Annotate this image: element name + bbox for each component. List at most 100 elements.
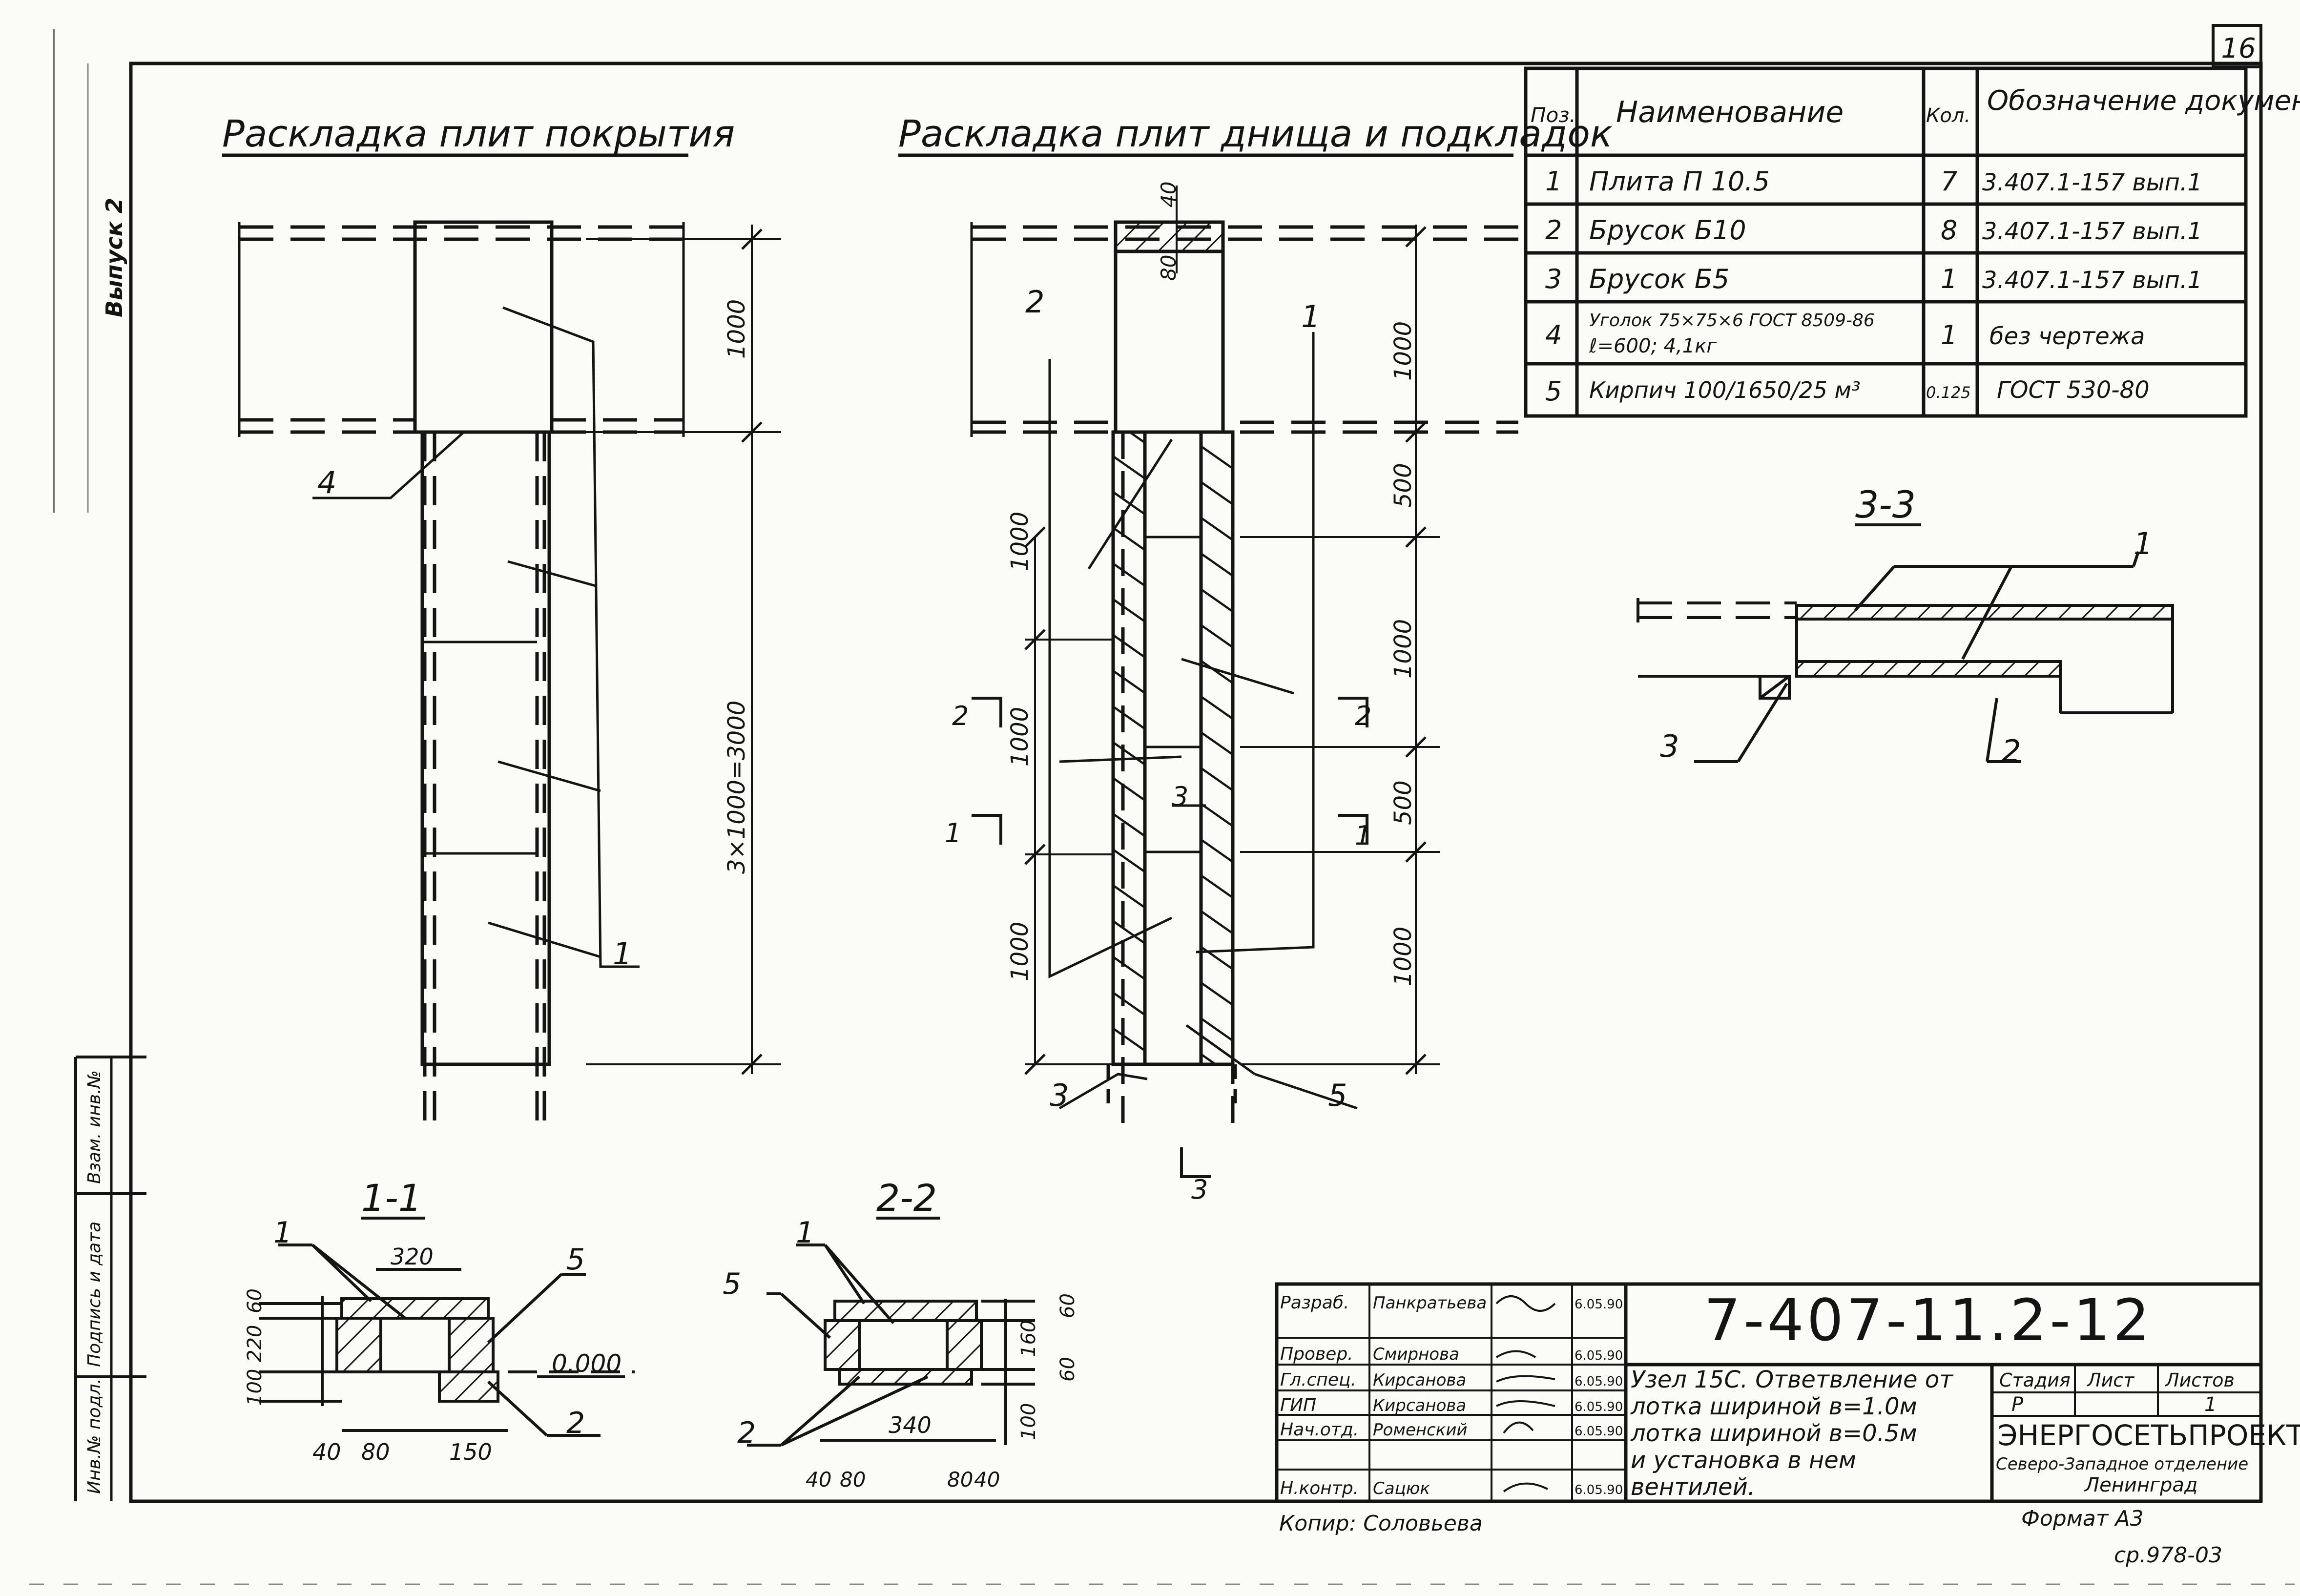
sec22-dim-160: 160 [1017,1320,1040,1357]
sec22-mark-2: 2 [737,1416,756,1450]
sheets-label: Листов [2164,1369,2235,1391]
dim-bottom-40: 40 [1157,182,1181,207]
spec-row-1-pos: 1 [1545,166,1562,197]
dim-bottom-500-a: 500 [1389,463,1417,508]
org-city: Ленинград [2084,1474,2198,1496]
mark-cover-1: 1 [613,936,632,972]
section-2-2-title: 2-2 [876,1176,937,1220]
tb-name-5: Роменский [1373,1420,1468,1440]
tb-role-5: Нач.отд. [1280,1420,1359,1440]
mark-bottom-5: 5 [1328,1078,1347,1113]
mark-bottom-3: 3 [1172,781,1188,812]
tb-date-4: 6.05.90 [1575,1400,1623,1414]
sidebar-cell-signature: Подпись и дата [84,1222,104,1367]
sidebar-cell-inv: Инв.№ подл. [84,1378,104,1494]
spec-header: Поз. Наименование Кол. Обозначение докум… [1531,85,2300,129]
dim-bottom-1000-bot: 1000 [1389,927,1417,986]
sec22-dim-80b: 80 [947,1468,973,1492]
dim-bottom-1000-mid: 1000 [1389,619,1417,679]
spec-header-qty: Кол. [1926,104,1970,127]
spec-row-3-name: Брусок Б5 [1589,264,1729,294]
sec11-mark-5: 5 [566,1243,585,1277]
sec22-dim-100: 100 [1017,1403,1040,1440]
tb-name-2: Смирнова [1373,1345,1459,1364]
sec22-dim-60a: 60 [1057,1293,1079,1318]
sec11-dim-150: 150 [449,1439,492,1465]
spec-header-doc: Обозначение документа [1987,85,2300,117]
sheets-value: 1 [2204,1393,2217,1416]
stage-cells: Стадия Лист Листов Р 1 [1999,1369,2235,1416]
mark-33-1: 1 [2134,526,2153,561]
mark-cover-4: 4 [317,465,336,500]
tb-role-4: ГИП [1280,1395,1316,1415]
spec-row-1-qty: 7 [1941,166,1957,197]
spec-row-3-doc: 3.407.1-157 вып.1 [1982,267,2202,294]
sec22-mark-1: 1 [796,1216,814,1250]
spec-row-4-name2: ℓ=600; 4,1кг [1589,335,1717,357]
specification-table [1524,66,2248,418]
tb-date-1: 6.05.90 [1575,1297,1623,1312]
tb-date-2: 6.05.90 [1575,1348,1623,1363]
drawing-frame [29,24,2295,1585]
sec11-dim-220: 220 [244,1325,266,1362]
sheet-label: Лист [2086,1369,2135,1391]
drawing-title-line-2: лотка шириной в=1.0м [1630,1393,1917,1420]
title-block-staff: Разраб. Панкратьева 6.05.90 Провер. Смир… [1280,1293,1623,1498]
sidebar-cell-replace: Взам. инв.№ [84,1070,104,1184]
dim-bottom-80: 80 [1157,255,1181,281]
tb-name-1: Панкратьева [1373,1293,1487,1313]
spec-row-4-doc: без чертежа [1989,323,2145,350]
spec-header-name: Наименование [1616,95,1844,129]
spec-row-1-name: Плита П 10.5 [1589,166,1770,197]
org-branch: Северо-Западное отделение [1996,1454,2248,1474]
copied-by: Копир: Соловьева [1279,1511,1483,1536]
signatures [1495,1295,1556,1492]
sec11-dim-40: 40 [312,1439,341,1465]
mark-bottom-2: 2 [1025,284,1044,320]
page-number: 16 [2221,33,2256,64]
drawing-code: 7-407-11.2-12 [1704,1286,2153,1354]
sec22-dim-40b: 40 [974,1468,1000,1492]
sec11-dim-100: 100 [244,1369,266,1406]
drawing-title: Узел 15С. Ответвление от лотка шириной в… [1630,1366,1954,1501]
spec-row-4-name: Уголок 75×75×6 ГОСТ 8509-86 [1589,311,1875,331]
spec-row-2-pos: 2 [1545,215,1562,246]
dim-left-1000-c: 1000 [1006,922,1034,981]
binder-label: Выпуск 2 [101,198,127,317]
spec-row-3-pos: 3 [1545,264,1562,294]
spec-row-4-qty: 1 [1941,320,1957,351]
dim-bottom-1000-top: 1000 [1389,321,1417,381]
cover-plan-title: Раскладка плит покрытия [222,112,735,155]
tb-role-6: Н.контр. [1280,1478,1359,1498]
tb-name-6: Сацюк [1373,1479,1430,1498]
cut-label-1-right: 1 [1355,820,1371,851]
dim-bottom-500-b: 500 [1389,780,1417,825]
cut-label-2-left: 2 [952,701,969,731]
dim-left-1000-b: 1000 [1006,707,1034,767]
drawing-title-line-1: Узел 15С. Ответвление от [1631,1366,1954,1393]
sec22-dim-340: 340 [889,1412,932,1438]
section-3-3: 3-3 [1637,483,2174,763]
sidebar-stamp: Инв.№ подл. Подпись и дата Взам. инв.№ В… [53,29,127,1494]
spec-row-3-qty: 1 [1941,264,1957,294]
tb-role-3: Гл.спец. [1280,1370,1356,1390]
drawing-title-line-3: лотка шириной в=0.5м [1630,1420,1917,1447]
spec-row-2-doc: 3.407.1-157 вып.1 [1982,218,2202,245]
spec-rows: 1 Плита П 10.5 7 3.407.1-157 вып.1 2 Бру… [1545,166,2202,407]
mark-33-3: 3 [1660,728,1679,764]
spec-row-5-pos: 5 [1545,376,1562,407]
org-name: ЭНЕРГОСЕТЬПРОЕКТ [1998,1419,2300,1452]
bottom-plan-title: Раскладка плит днища и подкладок [898,112,1613,155]
sec11-mark-2: 2 [566,1406,585,1440]
spec-row-1-doc: 3.407.1-157 вып.1 [1982,169,2202,196]
sec11-dim-320: 320 [391,1244,434,1270]
stage-value: Р [2011,1393,2024,1416]
tb-name-4: Кирсанова [1373,1396,1466,1415]
cut-label-1-left: 1 [945,818,961,849]
format-label: Формат А3 [2021,1506,2144,1531]
sec22-dim-80a: 80 [840,1468,866,1492]
drawing-title-line-4: и установка в нем [1631,1447,1856,1474]
section-1-1-title: 1-1 [361,1176,422,1220]
sec11-mark-1: 1 [273,1216,292,1250]
